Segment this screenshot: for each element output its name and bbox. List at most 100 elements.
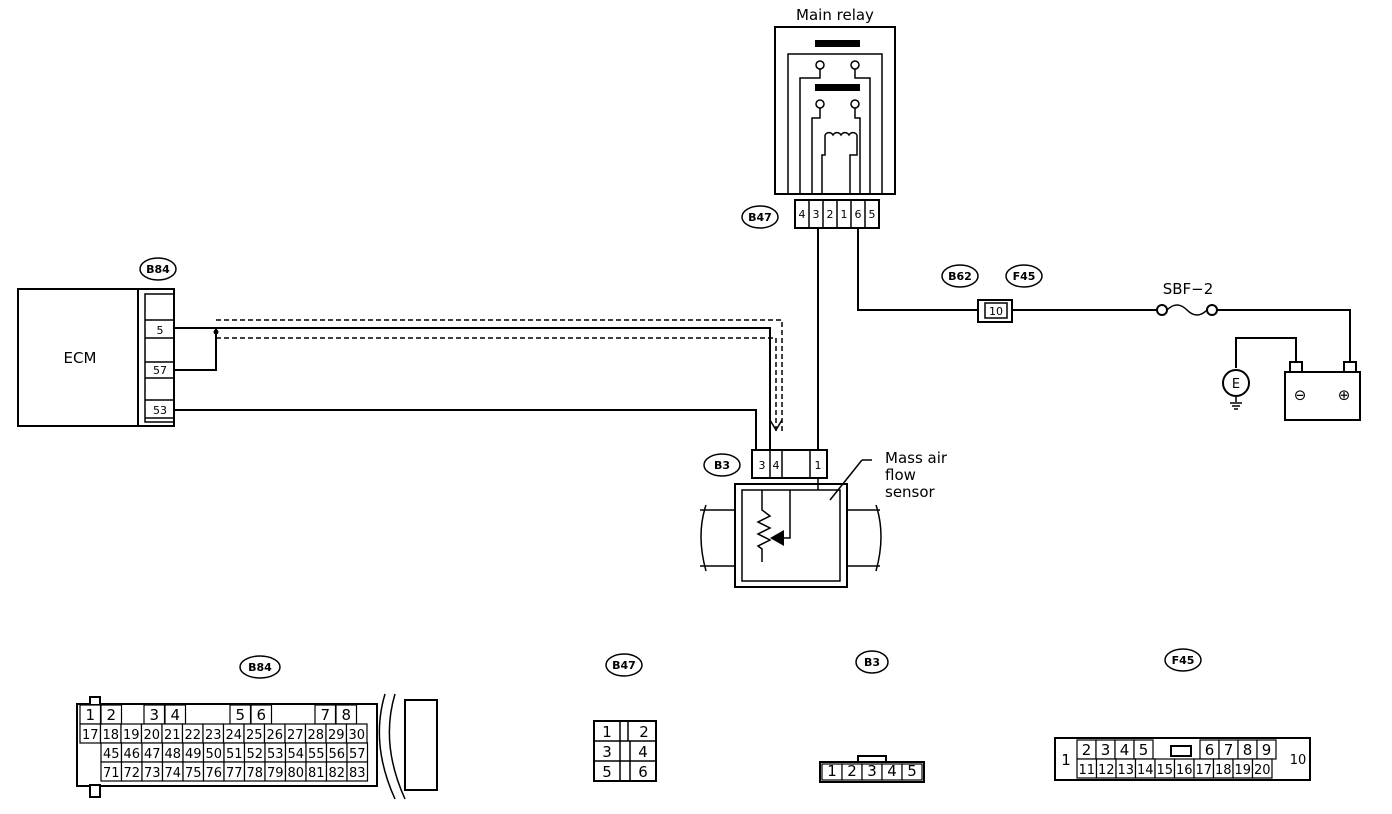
wires bbox=[174, 228, 1351, 452]
b3-cell: 4 bbox=[887, 762, 897, 780]
b84-view-tag: B84 bbox=[248, 661, 272, 674]
b47-view-tag: B47 bbox=[612, 659, 636, 672]
b84-row4-cell: 72 bbox=[123, 766, 140, 781]
b3-cell: 1 bbox=[827, 762, 837, 780]
b84-row2-cell: 19 bbox=[123, 728, 140, 743]
b84-row2-cell: 26 bbox=[266, 728, 283, 743]
b84-row3-cell: 47 bbox=[144, 747, 161, 762]
maf-label-line1: Mass air bbox=[885, 449, 948, 467]
wire-fuse-battery bbox=[1216, 309, 1351, 365]
ecm: ECM 5 57 53 B84 bbox=[17, 257, 177, 427]
b84-row2-cell: 24 bbox=[225, 728, 242, 743]
b84-row3-cell: 45 bbox=[103, 747, 120, 762]
battery: ⊖ ⊕ E bbox=[1222, 337, 1361, 421]
b84-row3-cell: 57 bbox=[349, 747, 366, 762]
b84-row2-cell: 18 bbox=[102, 728, 119, 743]
f45-bottom-cell: 13 bbox=[1117, 763, 1134, 778]
wire-battery-ground bbox=[1235, 337, 1297, 368]
maf-wiper-arrow-icon bbox=[770, 530, 784, 546]
b47-pin: 2 bbox=[827, 208, 834, 221]
b84-row4-cell: 77 bbox=[226, 766, 243, 781]
f45-bottom-cell: 18 bbox=[1215, 763, 1232, 778]
b84-row4-cell: 82 bbox=[328, 766, 345, 781]
f45-tag bbox=[1005, 264, 1043, 288]
b47-pin: 5 bbox=[869, 208, 876, 221]
b47-pin: 6 bbox=[855, 208, 862, 221]
duct-break-icon bbox=[700, 504, 707, 572]
ground-icon bbox=[1230, 396, 1242, 410]
b84-row2-cell: 20 bbox=[143, 728, 160, 743]
b47-tag-label: B47 bbox=[748, 211, 772, 224]
f45-top-cell: 7 bbox=[1224, 741, 1234, 759]
relay-coil-icon bbox=[821, 131, 858, 194]
main-relay: Main relay 4 3 2 1 bbox=[741, 6, 896, 229]
b3-tag bbox=[703, 453, 741, 477]
f45-view-tag: F45 bbox=[1172, 654, 1195, 667]
b47-cell: 6 bbox=[638, 763, 648, 781]
b84-row2-cell: 17 bbox=[82, 728, 99, 743]
f45-tag-label: F45 bbox=[1013, 270, 1036, 283]
maf-label-line2: flow bbox=[885, 466, 916, 484]
f45-bottom-cell: 16 bbox=[1176, 763, 1193, 778]
b84-break-icon bbox=[378, 693, 396, 800]
fuse-label: SBF−2 bbox=[1163, 280, 1214, 298]
b84-row2-cell: 27 bbox=[287, 728, 304, 743]
ground-label: E bbox=[1232, 377, 1240, 392]
b84-tag-label: B84 bbox=[146, 263, 170, 276]
wire-shield-bottom bbox=[216, 337, 777, 432]
b84-tag bbox=[139, 257, 177, 281]
b84-row3-cell: 46 bbox=[123, 747, 140, 762]
main-relay-label: Main relay bbox=[796, 6, 874, 24]
f45-pin: 10 bbox=[989, 305, 1003, 318]
b84-row2-cell: 21 bbox=[164, 728, 181, 743]
b3-view-tag: B3 bbox=[864, 656, 880, 669]
b47-tag bbox=[741, 205, 779, 229]
f45-bottom-cell: 15 bbox=[1156, 763, 1173, 778]
b84-row1-cell: 1 bbox=[85, 706, 95, 724]
b84-row4-cell: 75 bbox=[185, 766, 202, 781]
b84-row3-cell: 56 bbox=[328, 747, 345, 762]
b84-row4-cell-box bbox=[346, 761, 369, 782]
b84-row3-cell: 51 bbox=[226, 747, 243, 762]
f45-bottom-cell: 11 bbox=[1078, 763, 1095, 778]
wire-shield-top bbox=[216, 319, 783, 432]
b84-row2-cell: 25 bbox=[246, 728, 263, 743]
b84-row2-cell: 28 bbox=[307, 728, 324, 743]
b84-row2-cell: 23 bbox=[205, 728, 222, 743]
fuse-sbf2: SBF−2 bbox=[1156, 280, 1218, 316]
b3-cell-box bbox=[901, 763, 923, 781]
b84-row2-cell: 30 bbox=[348, 728, 365, 743]
b3-connector bbox=[751, 449, 828, 479]
b47-cell: 4 bbox=[638, 743, 648, 761]
maf-body bbox=[734, 483, 848, 588]
main-relay-body bbox=[774, 26, 896, 195]
b84-row3-cell: 53 bbox=[267, 747, 284, 762]
b84-row1-cell: 6 bbox=[256, 706, 266, 724]
b84-row4-cell: 73 bbox=[144, 766, 161, 781]
maf-resistor-icon bbox=[756, 490, 772, 562]
b47-pin: 3 bbox=[813, 208, 820, 221]
b84-row1-cell: 5 bbox=[235, 706, 245, 724]
b62-tag bbox=[941, 264, 979, 288]
b84-row4-cell: 80 bbox=[287, 766, 304, 781]
f45-bottom-cell: 17 bbox=[1195, 763, 1212, 778]
b84-row4-cell: 74 bbox=[164, 766, 181, 781]
b47-cell: 3 bbox=[602, 743, 612, 761]
b62-connector bbox=[977, 299, 1013, 323]
b84-row3-cell: 50 bbox=[205, 747, 222, 762]
battery-plus-icon: ⊕ bbox=[1338, 386, 1351, 404]
fuse-link-icon bbox=[1166, 304, 1208, 316]
battery-minus-icon: ⊖ bbox=[1294, 386, 1307, 404]
mass-air-flow-sensor: 3 4 1 B3 Mass air flow sensor bbox=[700, 449, 948, 588]
b84-row1-cell: 4 bbox=[170, 706, 180, 724]
b84-row4-cell: 81 bbox=[308, 766, 325, 781]
relay-contact-bar-top bbox=[815, 40, 860, 47]
f45-bottom-cell: 19 bbox=[1234, 763, 1251, 778]
b84-row1-cell: 2 bbox=[106, 706, 116, 724]
b47-pin: 4 bbox=[799, 208, 806, 221]
